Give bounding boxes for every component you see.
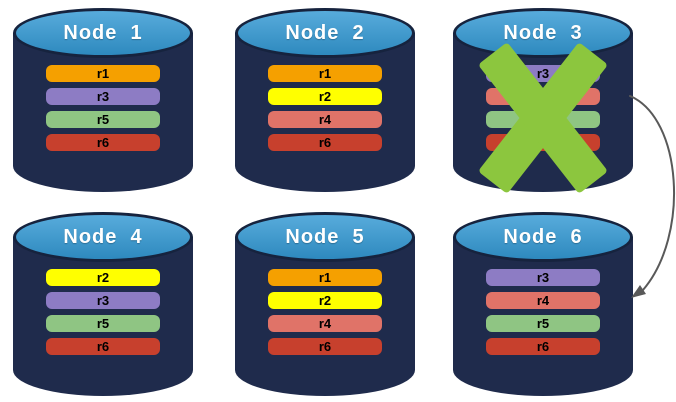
node-6: Node 6 r3 r4 r5 r6: [453, 212, 633, 396]
replica-list: r3 r4 r5 r6: [486, 65, 600, 157]
cylinder-top: Node 3: [453, 8, 633, 58]
replica-r5: r5: [486, 315, 600, 332]
replica-r1: r1: [268, 65, 382, 82]
node-title: Node 1: [63, 21, 143, 44]
cylinder-top: Node 2: [235, 8, 415, 58]
replica-r4: r4: [268, 315, 382, 332]
node-title: Node 2: [285, 21, 365, 44]
replica-r3: r3: [486, 269, 600, 286]
node-title: Node 5: [285, 225, 365, 248]
replica-r1: r1: [46, 65, 160, 82]
replica-list: r2 r3 r5 r6: [46, 269, 160, 361]
replica-r5: r5: [46, 111, 160, 128]
node-title: Node 6: [503, 225, 583, 248]
cylinder-top: Node 4: [13, 212, 193, 262]
node-title: Node 4: [63, 225, 143, 248]
replica-list: r1 r2 r4 r6: [268, 269, 382, 361]
replica-r4: r4: [268, 111, 382, 128]
replica-r5: r5: [486, 111, 600, 128]
replica-r6: r6: [486, 134, 600, 151]
cylinder-top: Node 6: [453, 212, 633, 262]
node-5: Node 5 r1 r2 r4 r6: [235, 212, 415, 396]
replica-r6: r6: [46, 338, 160, 355]
node-1: Node 1 r1 r3 r5 r6: [13, 8, 193, 192]
replica-r2: r2: [46, 269, 160, 286]
replica-r2: r2: [268, 88, 382, 105]
replica-r5: r5: [46, 315, 160, 332]
replica-r4: r4: [486, 88, 600, 105]
cylinder-top: Node 1: [13, 8, 193, 58]
replica-r1: r1: [268, 269, 382, 286]
replica-r6: r6: [268, 134, 382, 151]
node-3: Node 3 r3 r4 r5 r6: [453, 8, 633, 195]
failover-arrow-path: [629, 95, 676, 291]
node-title: Node 3: [503, 21, 583, 44]
replica-list: r1 r3 r5 r6: [46, 65, 160, 157]
node-4: Node 4 r2 r3 r5 r6: [13, 212, 193, 396]
cylinder-top: Node 5: [235, 212, 415, 262]
replica-r4: r4: [486, 292, 600, 309]
replica-r3: r3: [486, 65, 600, 82]
replica-list: r1 r2 r4 r6: [268, 65, 382, 157]
replica-r3: r3: [46, 88, 160, 105]
replica-r6: r6: [486, 338, 600, 355]
replica-list: r3 r4 r5 r6: [486, 269, 600, 361]
replica-r2: r2: [268, 292, 382, 309]
replica-r6: r6: [268, 338, 382, 355]
replica-r6: r6: [46, 134, 160, 151]
failover-arrow-head: [631, 285, 646, 298]
replica-r3: r3: [46, 292, 160, 309]
node-2: Node 2 r1 r2 r4 r6: [235, 8, 415, 192]
